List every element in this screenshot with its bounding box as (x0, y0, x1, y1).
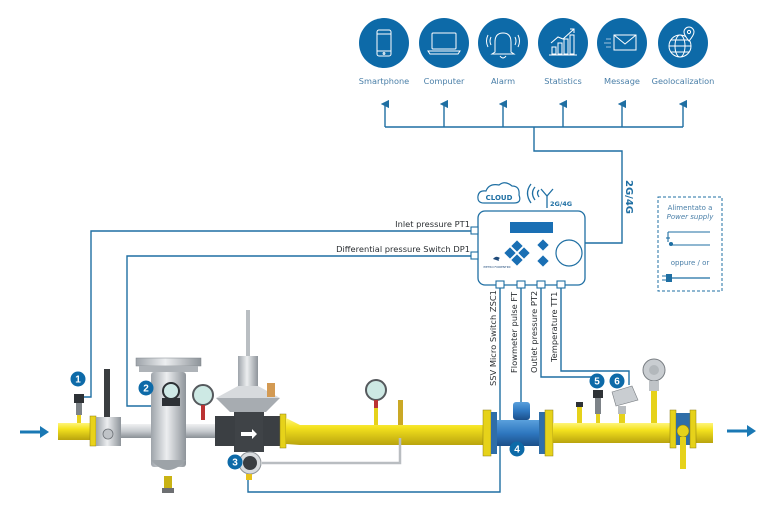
envelope-icon (604, 34, 637, 51)
service-geolocalization: Geolocalization (652, 18, 715, 86)
service-label: Alarm (491, 76, 515, 86)
uplink-label: 2G/4G (623, 180, 634, 214)
port-outlet (536, 280, 546, 289)
service-label: Statistics (544, 76, 581, 86)
inlet-pipe (58, 423, 96, 440)
port-temperature (556, 280, 566, 289)
plug-icon (662, 274, 710, 282)
svg-text:5: 5 (594, 377, 600, 388)
badge-6: 6 (609, 373, 625, 389)
badge-2: 2 (138, 380, 154, 396)
port-inlet (470, 226, 479, 235)
label-ssv-switch: SSV Micro Switch ZSC1 (488, 290, 498, 386)
power-subtitle: Power supply (667, 213, 715, 221)
badge-3: 3 (227, 454, 243, 470)
keypad-button-ok (537, 239, 549, 251)
gas-filter (135, 357, 202, 493)
globe-pin-icon (668, 26, 695, 58)
services-row: Smartphone Computer Alarm (359, 18, 715, 86)
svg-text:4: 4 (514, 445, 520, 456)
badges: 1 2 3 4 5 6 (70, 371, 625, 470)
power-supply-box: Alimentato a Power supply oppure / or (657, 196, 723, 292)
main-pipe (286, 418, 485, 445)
service-smartphone: Smartphone (359, 18, 409, 86)
inlet-pressure-sensor (74, 394, 84, 423)
service-computer: Computer (419, 18, 469, 86)
pipeline (20, 310, 756, 493)
cloud-icon: CLOUD (477, 182, 521, 204)
keypad-button-left (504, 247, 516, 259)
label-temperature: Temperature TT1 (549, 292, 559, 363)
pressure-regulator (215, 310, 283, 480)
power-title: Alimentato a (668, 204, 713, 212)
valve-handle (104, 369, 110, 417)
uplink-bus: 2G/4G (380, 99, 688, 244)
sense-line (262, 438, 402, 465)
smartphone-icon (376, 29, 392, 57)
keypad-button-up (511, 240, 523, 252)
pressure-gauge (192, 384, 214, 420)
wire-inlet (84, 230, 471, 398)
antenna-label: 2G/4G (550, 200, 572, 208)
relief-valve (642, 358, 666, 423)
service-statistics: Statistics (538, 18, 588, 86)
label-outlet-pressure: Outlet pressure PT2 (529, 291, 539, 373)
pressure-gauge (365, 379, 387, 425)
svg-text:2: 2 (143, 384, 149, 395)
bell-icon (486, 32, 520, 59)
badge-5: 5 (589, 373, 605, 389)
svg-text:1: 1 (75, 375, 81, 386)
outlet-valve (669, 409, 697, 469)
badge-1: 1 (70, 371, 86, 387)
label-differential-pressure: Differential pressure Switch DP1 (336, 244, 470, 254)
keypad-button-right (518, 247, 530, 259)
laptop-icon (427, 32, 461, 55)
wire-temperature (560, 288, 630, 385)
flowmeter (497, 402, 539, 446)
service-label: Computer (424, 76, 465, 86)
telemetry-device: CLOUD 2G/4G PIETRO FIORENTINI (470, 182, 586, 289)
uplink-wire (533, 127, 623, 244)
smartphone-icon-bg (359, 18, 409, 68)
svg-text:PIETRO FIORENTINI: PIETRO FIORENTINI (484, 265, 511, 269)
svg-text:3: 3 (232, 458, 238, 469)
keypad-button-esc (537, 255, 549, 267)
device-display (510, 222, 553, 233)
port-flowmeter (516, 280, 526, 289)
temperature-sensor (611, 385, 639, 423)
wire-ssv (247, 288, 501, 493)
service-alarm: Alarm (478, 18, 528, 86)
svg-text:6: 6 (614, 377, 620, 388)
outlet-flow-arrow (727, 425, 756, 437)
device-body (477, 210, 586, 286)
keypad-button-down (511, 254, 523, 266)
battery-icon (666, 231, 710, 247)
device-keypad (504, 239, 549, 267)
antenna-icon (526, 183, 554, 208)
brand-logo: PIETRO FIORENTINI (484, 256, 511, 269)
badge-4: 4 (509, 441, 525, 457)
inlet-flow-arrow (20, 426, 49, 438)
test-point (398, 400, 403, 425)
service-label: Smartphone (359, 76, 409, 86)
service-message: Message (597, 18, 647, 86)
port-differential (470, 251, 479, 260)
outlet-pressure-sensor (593, 390, 603, 423)
chart-icon (549, 28, 577, 56)
device-dial (555, 239, 583, 267)
power-or-label: oppure / or (671, 259, 710, 267)
port-ssv (495, 280, 505, 289)
service-label: Geolocalization (652, 76, 715, 86)
cloud-label: CLOUD (486, 194, 513, 202)
label-flowmeter: Flowmeter pulse FT (509, 291, 519, 373)
label-inlet-pressure: Inlet pressure PT1 (395, 219, 470, 229)
wire-differential (126, 255, 471, 407)
service-label: Message (604, 76, 640, 86)
